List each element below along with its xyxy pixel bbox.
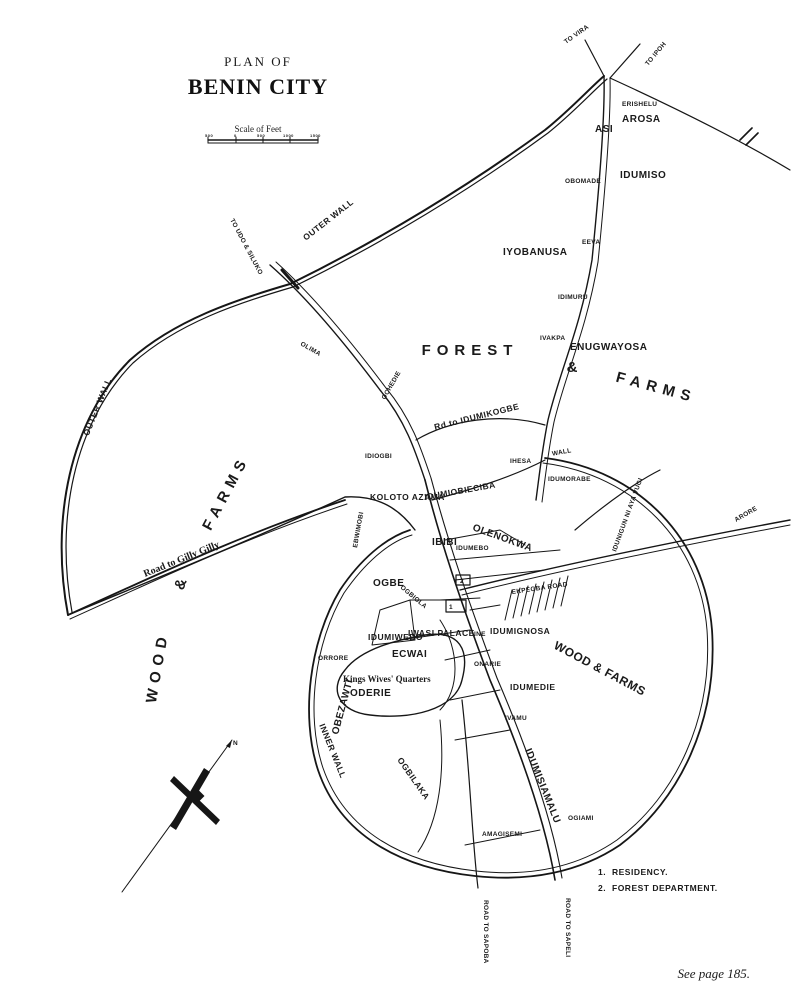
place-label: IWASI PALACE [408, 628, 475, 638]
marker-2: 2 [460, 578, 464, 585]
scale-tick-label: 500 [257, 133, 265, 138]
place-label: IVAKPA [540, 335, 565, 342]
place-label: AROSA [622, 114, 661, 125]
place-label: IVAMU [505, 715, 527, 722]
place-label: IDUMEDIE [510, 682, 556, 692]
road-label: ARORE [734, 505, 759, 524]
place-label: ONARIE [474, 661, 501, 668]
legend-label: RESIDENCY. [612, 867, 668, 877]
place-label: ENUGWAYOSA [570, 342, 647, 353]
place-label: IDUMIGNOSA [490, 626, 550, 636]
farms-label: FARMS [199, 452, 253, 533]
inner-wall: INNER WALL WALL [308, 447, 714, 879]
place-label: OGBE [373, 578, 404, 589]
page-reference: See page 185. [677, 966, 750, 981]
ampersand-label: & [567, 359, 584, 376]
legend-label: FOREST DEPARTMENT. [612, 883, 718, 893]
forest-label: FOREST [422, 342, 519, 359]
place-label: KOLOTO AZAMA [370, 492, 445, 502]
outer-wall: OUTER WALL OUTER WALL [60, 75, 608, 620]
place-label: IDUMIWEBO [368, 632, 423, 642]
roads [67, 39, 791, 889]
place-label: IHESA [510, 458, 531, 465]
scale-label: Scale of Feet [235, 124, 282, 134]
wood-label: WOOD [143, 630, 172, 704]
map-title: BENIN CITY [188, 74, 328, 99]
place-label: IDIOGBI [365, 453, 392, 460]
outer-wall-label: OUTER WALL [81, 377, 113, 437]
legend: 1. RESIDENCY. 2. FOREST DEPARTMENT. [598, 867, 718, 893]
scale-tick-label: 500 [205, 133, 213, 138]
scale-tick-label: 1000 [283, 133, 294, 138]
place-label: OGIAMI [568, 815, 594, 822]
legend-number: 2. [598, 883, 606, 893]
road-label: ROAD TO SAPELI [564, 898, 571, 957]
place-label: OGBIOLA [399, 584, 428, 610]
compass-rose: N [121, 739, 238, 893]
legend-number: 1. [598, 867, 606, 877]
place-label: AMAGISEMI [482, 831, 522, 838]
road-label: TO IPOH [644, 41, 668, 67]
place-label: OBOMADE [565, 178, 601, 185]
marker-1: 1 [449, 604, 453, 611]
map-markers: 1 2 [449, 578, 464, 611]
place-label: EKPEGBA ROAD [511, 581, 568, 596]
outer-wall-label: OUTER WALL [301, 197, 355, 243]
wood-and-farms-label: WOOD & FARMS [552, 638, 649, 698]
wall-label: WALL [551, 447, 572, 457]
place-label: IDUMORABE [548, 476, 591, 483]
ampersand-label: & [171, 571, 193, 593]
scale-tick-label: 1500 [310, 133, 321, 138]
place-label: IDUMEBO [456, 545, 489, 552]
road-label: TO UDO & SILUKO [228, 218, 264, 276]
place-label: Kings Wives' Quarters [343, 674, 431, 684]
compass-north-label: N [233, 740, 238, 747]
farms-label: FARMS [614, 369, 698, 407]
place-label: ERISHELU [622, 101, 657, 108]
place-label: OGBILAKA [395, 755, 431, 801]
road-label: Rd to IDUMIKOGBE [433, 401, 520, 432]
place-label: OBEZAWTI [330, 678, 355, 736]
place-label: IDUMIOBIECIBA [424, 480, 497, 502]
title-block: PLAN OF BENIN CITY Scale of Feet 500 0 5… [188, 54, 328, 144]
place-label: IYOBANUSA [503, 247, 568, 258]
scale-bar: 500 0 500 1000 1500 [205, 133, 321, 144]
place-label: IBIBI [432, 537, 457, 548]
place-label: ECWAI [392, 649, 427, 660]
place-label: ORRORE [318, 655, 349, 662]
road-label: ROAD TO SAPOBA [482, 900, 489, 964]
place-label: EBWIMOBI [352, 511, 365, 548]
scale-tick-label: 0 [234, 133, 237, 138]
place-labels: ASI ERISHELU AROSA OBOMADE IDUMISO EEVA … [299, 101, 666, 838]
palace-compound [336, 574, 471, 717]
place-label: IDUMISO [620, 170, 666, 181]
place-label: IDIMURU [558, 294, 588, 301]
place-label: ASI [595, 124, 613, 135]
place-label: ODERIE [350, 688, 391, 699]
place-label: IDUMISIAMALU [522, 747, 562, 825]
place-label: INE [474, 631, 486, 638]
title-line1: PLAN OF [224, 54, 292, 69]
place-label: OLIMA [299, 341, 322, 358]
place-label: EEVA [582, 239, 600, 246]
